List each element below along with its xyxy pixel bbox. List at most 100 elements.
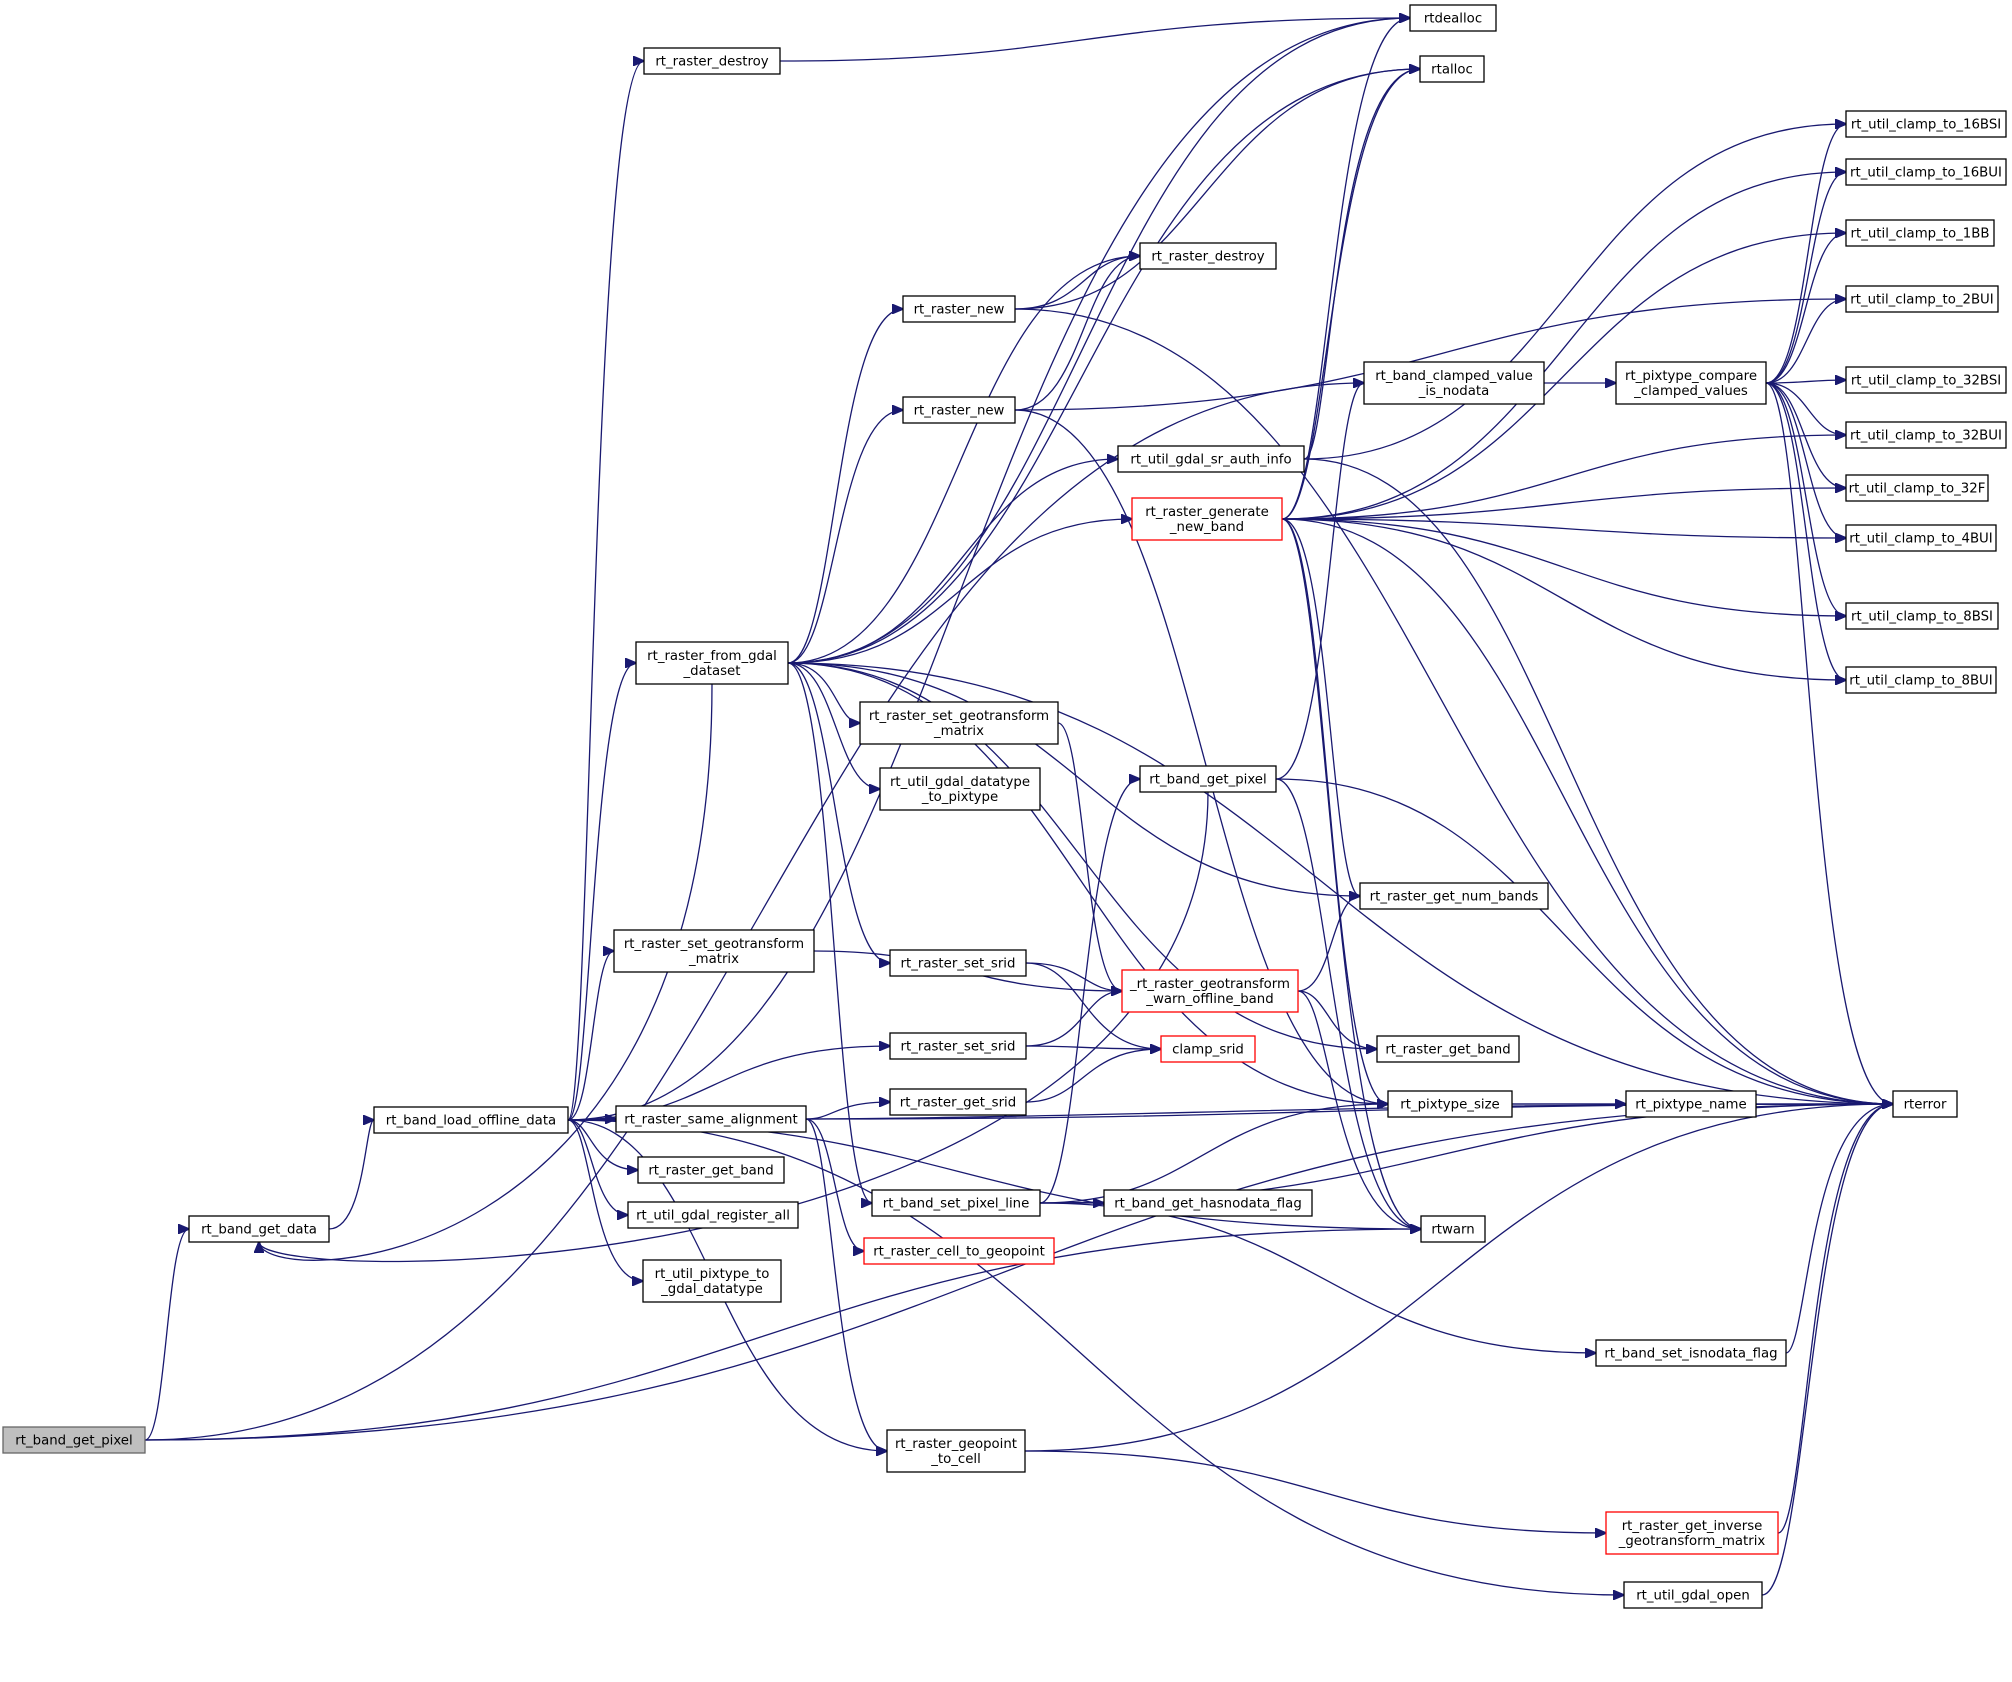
node-rt-util-clamp-to-8bsi-box[interactable]: [1845, 602, 1999, 630]
node-rt-util-clamp-to-32f[interactable]: rt_util_clamp_to_32F: [1845, 474, 1989, 502]
node-rt-raster-geotransform-warn-offline-band-label-line-2: _warn_offline_band: [1145, 992, 1273, 1007]
node-rt-util-clamp-to-16bui[interactable]: rt_util_clamp_to_16BUI: [1845, 158, 2007, 186]
node-rt-util-clamp-to-32bui-box[interactable]: [1845, 421, 2007, 449]
node-rt-pixtype-name-box[interactable]: [1625, 1090, 1757, 1118]
node-rt-raster-destroy-a[interactable]: rt_raster_destroy: [643, 47, 781, 75]
node-rt-util-clamp-to-32bui[interactable]: rt_util_clamp_to_32BUI: [1845, 421, 2007, 449]
node-rt-band-load-offline-data[interactable]: rt_band_load_offline_data: [373, 1106, 569, 1134]
node-rt-raster-geotransform-warn-offline-band[interactable]: _rt_raster_geotransform_warn_offline_ban…: [1121, 969, 1299, 1013]
node-rt-util-clamp-to-2bui-box[interactable]: [1845, 285, 1999, 313]
node-clamp-srid[interactable]: clamp_srid: [1160, 1035, 1256, 1063]
node-rt-util-gdal-sr-auth-info-box[interactable]: [1117, 445, 1305, 473]
node-rt-util-clamp-to-1bb[interactable]: rt_util_clamp_to_1BB: [1845, 219, 1995, 247]
node-rt-band-get-hasnodata-flag-box[interactable]: [1103, 1189, 1313, 1217]
node-rt-raster-get-band-b[interactable]: rt_raster_get_band: [637, 1156, 785, 1184]
node-rt-raster-destroy-b-box[interactable]: [1139, 242, 1277, 270]
node-rt-pixtype-name[interactable]: rt_pixtype_name: [1625, 1090, 1757, 1118]
node-rt-raster-new-b[interactable]: rt_raster_new: [902, 396, 1016, 424]
node-rt-raster-geopoint-to-cell[interactable]: rt_raster_geopoint_to_cell: [886, 1429, 1026, 1473]
node-rterror-box[interactable]: [1892, 1090, 1958, 1118]
node-rt-raster-get-srid-box[interactable]: [889, 1088, 1027, 1116]
node-rt-util-gdal-sr-auth-info[interactable]: rt_util_gdal_sr_auth_info: [1117, 445, 1305, 473]
node-rt-raster-get-band-a-box[interactable]: [1376, 1035, 1520, 1063]
node-rt-band-get-hasnodata-flag[interactable]: rt_band_get_hasnodata_flag: [1103, 1189, 1313, 1217]
node-rt-raster-set-geotransform-matrix-a[interactable]: rt_raster_set_geotransform_matrix: [859, 701, 1059, 745]
node-rt-band-set-isnodata-flag-box[interactable]: [1595, 1339, 1787, 1367]
node-rt-raster-set-srid-a-box[interactable]: [889, 949, 1027, 977]
node-rt-raster-get-inverse-geotransform-matrix-box[interactable]: [1605, 1511, 1779, 1555]
node-rt-raster-same-alignment-box[interactable]: [615, 1105, 807, 1133]
node-rt-raster-get-inverse-geotransform-matrix[interactable]: rt_raster_get_inverse_geotransform_matri…: [1605, 1511, 1779, 1555]
node-rt-pixtype-size-box[interactable]: [1387, 1090, 1513, 1118]
node-rt-raster-set-srid-b-box[interactable]: [889, 1032, 1027, 1060]
node-rt-band-get-data-box[interactable]: [188, 1215, 330, 1243]
node-rt-util-clamp-to-4bui[interactable]: rt_util_clamp_to_4BUI: [1845, 524, 1997, 552]
node-rt-util-gdal-open-box[interactable]: [1623, 1581, 1763, 1609]
node-rt-raster-get-band-a[interactable]: rt_raster_get_band: [1376, 1035, 1520, 1063]
node-rt-raster-get-num-bands[interactable]: rt_raster_get_num_bands: [1359, 882, 1549, 910]
node-rt-util-clamp-to-16bsi-box[interactable]: [1845, 110, 2007, 138]
node-rt-band-load-offline-data-box[interactable]: [373, 1106, 569, 1134]
node-rt-raster-new-a-box[interactable]: [902, 295, 1016, 323]
node-rt-raster-destroy-b[interactable]: rt_raster_destroy: [1139, 242, 1277, 270]
node-rt-util-gdal-datatype-to-pixtype-box[interactable]: [879, 767, 1041, 811]
node-rt-raster-get-band-b-box[interactable]: [637, 1156, 785, 1184]
node-rt-pixtype-compare-clamped-values[interactable]: rt_pixtype_compare_clamped_values: [1615, 361, 1767, 405]
node-rt-util-clamp-to-16bsi[interactable]: rt_util_clamp_to_16BSI: [1845, 110, 2007, 138]
node-rt-raster-from-gdal-dataset[interactable]: rt_raster_from_gdal_dataset: [635, 641, 789, 685]
node-rt-band-set-pixel-line-box[interactable]: [871, 1189, 1041, 1217]
node-rt-band-clamped-value-is-nodata[interactable]: rt_band_clamped_value_is_nodata: [1363, 361, 1545, 405]
node-rt-util-pixtype-to-gdal-datatype-box[interactable]: [642, 1259, 782, 1303]
node-rt-util-clamp-to-2bui[interactable]: rt_util_clamp_to_2BUI: [1845, 285, 1999, 313]
node-rt-raster-set-srid-b[interactable]: rt_raster_set_srid: [889, 1032, 1027, 1060]
edge-rt-band-load-offline-data-to-rt-raster-get-band-b: [567, 1119, 638, 1170]
node-rterror[interactable]: rterror: [1892, 1090, 1958, 1118]
node-rt-raster-generate-new-band-box[interactable]: [1131, 497, 1283, 541]
node-rtwarn-box[interactable]: [1420, 1215, 1486, 1243]
node-rt-util-gdal-register-all-box[interactable]: [627, 1201, 799, 1229]
node-rt-util-gdal-open[interactable]: rt_util_gdal_open: [1623, 1581, 1763, 1609]
node-rt-raster-geopoint-to-cell-box[interactable]: [886, 1429, 1026, 1473]
node-rt-raster-from-gdal-dataset-box[interactable]: [635, 641, 789, 685]
node-rt-raster-cell-to-geopoint-box[interactable]: [863, 1237, 1055, 1265]
node-rtwarn[interactable]: rtwarn: [1420, 1215, 1486, 1243]
node-rt-raster-get-num-bands-box[interactable]: [1359, 882, 1549, 910]
node-rt-util-clamp-to-16bui-box[interactable]: [1845, 158, 2007, 186]
node-rt-util-clamp-to-8bui[interactable]: rt_util_clamp_to_8BUI: [1845, 666, 1997, 694]
node-rtalloc[interactable]: rtalloc: [1419, 55, 1485, 83]
node-rt-util-clamp-to-32bsi-box[interactable]: [1845, 366, 2007, 394]
node-rt-raster-set-geotransform-matrix-b-box[interactable]: [613, 929, 815, 973]
node-rt-util-clamp-to-8bsi[interactable]: rt_util_clamp_to_8BSI: [1845, 602, 1999, 630]
node-rt-raster-new-a[interactable]: rt_raster_new: [902, 295, 1016, 323]
node-rt-band-get-pixel[interactable]: rt_band_get_pixel: [1139, 765, 1277, 793]
node-rt-raster-destroy-a-box[interactable]: [643, 47, 781, 75]
node-rtdealloc-box[interactable]: [1409, 4, 1497, 32]
node-rt-raster-generate-new-band[interactable]: rt_raster_generate_new_band: [1131, 497, 1283, 541]
node-rt-raster-get-srid[interactable]: rt_raster_get_srid: [889, 1088, 1027, 1116]
node-rt-util-gdal-register-all[interactable]: rt_util_gdal_register_all: [627, 1201, 799, 1229]
node-rt-pixtype-compare-clamped-values-box[interactable]: [1615, 361, 1767, 405]
node-rt-raster-same-alignment[interactable]: rt_raster_same_alignment: [615, 1105, 807, 1133]
node-rt-raster-set-geotransform-matrix-a-box[interactable]: [859, 701, 1059, 745]
node-rt-raster-set-srid-a[interactable]: rt_raster_set_srid: [889, 949, 1027, 977]
node-rt-band-clamped-value-is-nodata-box[interactable]: [1363, 361, 1545, 405]
node-rt-raster-new-b-box[interactable]: [902, 396, 1016, 424]
node-rt-raster-set-geotransform-matrix-b[interactable]: rt_raster_set_geotransform_matrix: [613, 929, 815, 973]
node-rt-util-gdal-datatype-to-pixtype[interactable]: rt_util_gdal_datatype_to_pixtype: [879, 767, 1041, 811]
node-rt-band-set-isnodata-flag[interactable]: rt_band_set_isnodata_flag: [1595, 1339, 1787, 1367]
node-rt-util-clamp-to-32bsi[interactable]: rt_util_clamp_to_32BSI: [1845, 366, 2007, 394]
node-rt-util-clamp-to-32f-box[interactable]: [1845, 474, 1989, 502]
node-rtalloc-box[interactable]: [1419, 55, 1485, 83]
node-rtdealloc[interactable]: rtdealloc: [1409, 4, 1497, 32]
node-rt-pixtype-size[interactable]: rt_pixtype_size: [1387, 1090, 1513, 1118]
node-rt-util-clamp-to-1bb-box[interactable]: [1845, 219, 1995, 247]
node-rt-raster-geotransform-warn-offline-band-box[interactable]: [1121, 969, 1299, 1013]
node-rt-util-clamp-to-4bui-box[interactable]: [1845, 524, 1997, 552]
node-rt-util-clamp-to-8bui-box[interactable]: [1845, 666, 1997, 694]
node-rt-band-get-pixel-box[interactable]: [1139, 765, 1277, 793]
node-rt-raster-cell-to-geopoint[interactable]: rt_raster_cell_to_geopoint: [863, 1237, 1055, 1265]
node-rt-band-set-pixel-line[interactable]: rt_band_set_pixel_line: [871, 1189, 1041, 1217]
node-clamp-srid-box[interactable]: [1160, 1035, 1256, 1063]
node-rt-util-pixtype-to-gdal-datatype[interactable]: rt_util_pixtype_to_gdal_datatype: [642, 1259, 782, 1303]
node-rt-band-get-data[interactable]: rt_band_get_data: [188, 1215, 330, 1243]
